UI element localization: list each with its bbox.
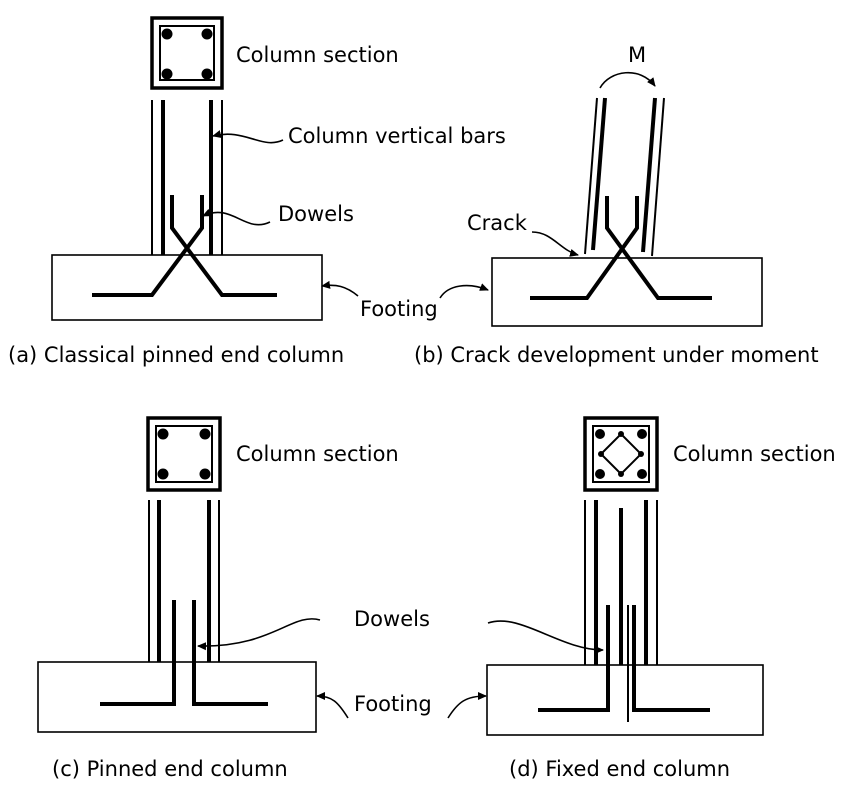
caption-c: (c) Pinned end column — [52, 757, 288, 781]
column-b-tilted — [584, 97, 665, 257]
column-d — [584, 500, 658, 665]
panel-c: Column section (c) Pinned end column — [37, 416, 399, 781]
column-section-label-d: Column section — [673, 442, 836, 466]
moment-arrow — [599, 71, 656, 89]
column-section-label-c: Column section — [236, 442, 399, 466]
footing-d — [486, 664, 764, 736]
dowels-leader-a — [202, 208, 271, 226]
crack-leader — [531, 231, 579, 257]
dowels-c — [100, 600, 268, 706]
column-section-d — [583, 416, 659, 492]
footing-label-top: Footing — [360, 297, 438, 321]
caption-d: (d) Fixed end column — [509, 757, 730, 781]
dowels-leader-d — [487, 620, 604, 654]
footing-leader-c — [316, 692, 349, 719]
vertical-bars-leader — [212, 130, 284, 144]
column-section-c — [146, 416, 222, 492]
panel-a: Column section Column vertical bars Dowe… — [8, 16, 506, 367]
dowels-leader-c — [197, 618, 321, 651]
footing-leader-d — [447, 692, 487, 719]
column-c — [148, 500, 220, 662]
footing-leader-b — [439, 283, 489, 299]
dowels-label-bottom: Dowels — [354, 607, 430, 631]
footing-a — [51, 254, 323, 321]
footing-b — [491, 257, 763, 327]
footing-leader-a — [321, 280, 359, 297]
vertical-bars-label: Column vertical bars — [288, 124, 506, 148]
footing-label-bottom: Footing — [354, 692, 432, 716]
panel-d: Column section (d) Fixed end column — [486, 416, 836, 781]
column-a — [151, 100, 223, 255]
dowels-b — [530, 196, 712, 300]
caption-b: (b) Crack development under moment — [414, 343, 819, 367]
dowels-a — [92, 195, 277, 297]
column-section-a — [150, 16, 224, 90]
moment-label: M — [628, 43, 646, 67]
column-section-label-a: Column section — [236, 43, 399, 67]
crack-label: Crack — [467, 211, 528, 235]
dowels-d — [538, 605, 710, 722]
footing-c — [37, 661, 317, 733]
dowels-label-a: Dowels — [278, 202, 354, 226]
caption-a: (a) Classical pinned end column — [8, 343, 344, 367]
panel-b: M Crack (b) Crack development under mome… — [414, 43, 819, 367]
